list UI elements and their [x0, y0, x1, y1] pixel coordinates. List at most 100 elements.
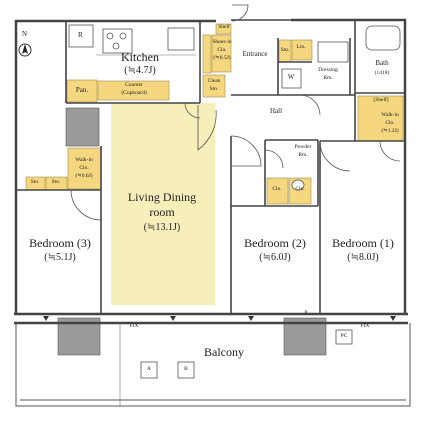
bedroom2-name: Bedroom (2): [244, 236, 306, 250]
living-name-2: room: [149, 205, 175, 219]
outdoor-unit-a: [140, 361, 158, 379]
pantry-label: Pan.: [75, 86, 89, 94]
compass-needle: [22, 44, 28, 54]
interior-walls: [16, 19, 405, 313]
walkin-bed1-label-2: Clo.: [385, 120, 395, 126]
closet-bed2-a: [266, 177, 289, 205]
bathtub: [365, 25, 401, 51]
walkin-bed3-label-2: Clo.: [79, 165, 89, 171]
kitchen-area: (≒4.7J): [124, 65, 156, 76]
refrigerator-label: R: [78, 31, 83, 39]
walkin-bed1-label-1: Walk-in: [381, 112, 399, 118]
pantry-area: [66, 79, 98, 103]
storage-bed3-b-label: Sto.: [51, 179, 61, 185]
shelf-kitchen-side: [202, 34, 212, 74]
balcony-edge: [15, 323, 411, 407]
powder-label-2: Rm.: [298, 152, 308, 158]
dressing-label-2: Rm.: [323, 75, 333, 81]
clean-sto-label-2: Sto.: [209, 86, 219, 92]
window-marker-1: [43, 316, 49, 321]
door-kitchen: [184, 102, 201, 119]
door-swings: [70, 4, 401, 221]
bedroom2-area: (≒6.0J): [259, 252, 291, 263]
door-powder: [264, 149, 284, 169]
powder-label-1: Powder: [294, 144, 312, 150]
pc-unit: [335, 329, 353, 345]
kitchen-sink: [167, 27, 195, 51]
bath-size: (1418): [374, 70, 390, 76]
window-marker-2: [170, 316, 176, 321]
window-marker-3: [248, 316, 254, 321]
shoes-in-closet: [211, 34, 232, 73]
living-area: (≒13.1J): [143, 222, 181, 233]
burner-1: [106, 32, 114, 40]
shelf-label: Shelf: [218, 24, 230, 30]
toilet: [291, 179, 305, 191]
bath-label: Bath: [375, 59, 389, 67]
burner-2: [119, 32, 127, 40]
clean-sto-label-1: Clean: [207, 78, 221, 84]
pillar-left-shaft: [65, 107, 100, 147]
counter-label-2: (Cupboard): [121, 90, 147, 96]
compass-label: N: [22, 30, 28, 38]
walls: [14, 18, 408, 325]
walkin-bed3-label-3: (≒0.6J): [75, 173, 93, 179]
window-marker-4: [390, 316, 396, 321]
outer-wall-top-left: [14, 19, 216, 313]
washer: [281, 68, 302, 89]
outdoor-unit-a-label: A: [147, 366, 151, 372]
walk-in-closet-bed1: [357, 95, 404, 142]
storage-entrance-label: Sto.: [280, 47, 290, 53]
shoes-label-3: (≒0.5J): [213, 55, 231, 61]
shoes-label-2: Clo.: [217, 47, 227, 53]
shelf-kitchen: [215, 23, 232, 35]
outdoor-unit-b-label: B: [184, 366, 188, 372]
refrigerator: [68, 24, 94, 48]
storage-areas: [25, 23, 404, 205]
washer-label: W: [287, 73, 295, 81]
walkin-bed1-label-3: (≒1.2J): [381, 128, 399, 134]
washbasin: [317, 41, 349, 63]
door-dressing: [299, 94, 321, 116]
burner-3: [112, 42, 120, 50]
counter-area: [97, 80, 170, 101]
fixtures: [68, 24, 401, 379]
balcony-outline: [15, 323, 411, 407]
bedroom3-name: Bedroom (3): [29, 236, 91, 250]
clean-storage: [202, 74, 226, 98]
door-bed3: [70, 189, 102, 221]
outdoor-unit-b: [177, 361, 195, 379]
linen-label: Lin.: [296, 44, 306, 50]
counter-label-1: Counter: [125, 82, 143, 88]
fix-label-1: FIX: [129, 323, 139, 329]
closet-bed2-a-label: Clo.: [272, 186, 282, 192]
door-bed1: [319, 140, 351, 172]
balcony-name: Balcony: [204, 345, 244, 359]
door-living: [197, 105, 217, 151]
entrance-label: Entrance: [242, 50, 268, 58]
walk-in-closet-bed3: [67, 147, 102, 190]
bedroom3-area: (≒5.1J): [44, 252, 76, 263]
pc-label: PC: [340, 333, 348, 339]
walkin-bed1-shelf: [Shelf]: [373, 97, 389, 103]
kitchen-name: Kitchen: [121, 50, 159, 64]
outer-wall-top-right: [291, 18, 407, 313]
fix-label-2: FIX: [360, 323, 370, 329]
door-entrance: [231, 4, 249, 22]
door-bed2: [230, 135, 262, 167]
living-name-1: Living Dining: [127, 190, 197, 204]
shoes-label-1: Shoes-in: [212, 39, 232, 45]
walkin-bed3-label-1: Walk-in: [75, 157, 93, 163]
p-label: P: [304, 310, 308, 316]
door-walkin-bed1: [379, 140, 401, 162]
window-markers: [43, 316, 396, 321]
compass-icon: [18, 43, 32, 57]
bedroom1-name: Bedroom (1): [332, 236, 394, 250]
bedroom1-area: (≒8.0J): [347, 252, 379, 263]
dressing-label-1: Dressing: [318, 67, 338, 73]
closet-bed2-b-label: Clo.: [295, 186, 305, 192]
hall-label: Hall: [269, 107, 283, 115]
counter-lines: [96, 54, 196, 406]
linen-storage: [291, 39, 313, 61]
